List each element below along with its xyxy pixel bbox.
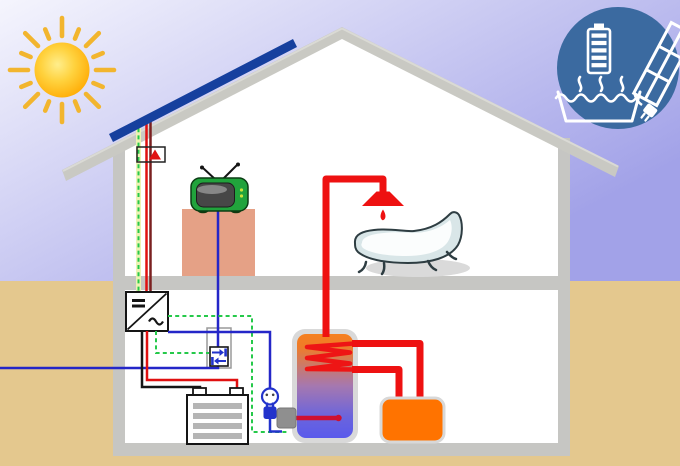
bathtub: [353, 211, 470, 277]
boiler: [379, 396, 446, 444]
right-wall: [558, 138, 570, 456]
import-arrow-icon: [214, 357, 219, 365]
tank-heat-coil: [304, 341, 357, 372]
sun-ray: [72, 99, 82, 113]
shower: [322, 175, 404, 337]
sensor-marker-icon: [149, 149, 161, 160]
solar-panel: [109, 39, 297, 142]
sun-disc: [34, 42, 90, 98]
battery-icon: [586, 23, 612, 75]
wall-socket: [260, 387, 282, 433]
tv-screen-sheen: [197, 185, 227, 194]
export-arrow-icon: [224, 348, 227, 357]
solar-panel-icon: [631, 20, 680, 108]
sun-ray: [18, 80, 33, 90]
sun-ray: [91, 50, 105, 60]
left-wall: [113, 146, 125, 456]
foundation-slab: [113, 443, 570, 456]
ac-symbol: [148, 317, 164, 326]
element-connector-block: [276, 407, 297, 429]
inverter-diagonal: [126, 292, 168, 331]
socket-icon: [260, 387, 280, 406]
sun-ray: [83, 30, 102, 49]
battery-positive-wire: [145, 331, 239, 390]
battery-cell-stripe: [193, 433, 242, 439]
import-arrow-icon: [211, 357, 214, 365]
socket-pin-hole: [265, 393, 269, 397]
battery: [186, 387, 249, 445]
sun-ray: [22, 91, 41, 110]
socket-pin-hole: [271, 393, 275, 397]
plug-icon: [263, 406, 277, 419]
heating-element-tip: [335, 414, 342, 422]
plug-prong: [271, 402, 275, 408]
hot-water-basin-icon: [554, 90, 642, 123]
roof-edge-highlight: [341, 27, 619, 168]
energy-badge: [554, 7, 680, 129]
battery-cell-stripe: [193, 413, 242, 419]
sun-ray: [91, 80, 105, 90]
hot-water-tank: [292, 329, 358, 443]
roof-edge-highlight: [62, 27, 343, 172]
roof-left: [62, 27, 342, 181]
sun-ray: [72, 27, 82, 41]
tv: [190, 162, 249, 214]
tv-button: [239, 194, 244, 198]
tv-button: [239, 188, 244, 192]
sun-ray: [42, 99, 52, 113]
sun-ray: [42, 27, 52, 41]
sun-ray: [18, 50, 33, 60]
dc-symbol: [132, 299, 145, 302]
export-arrow-icon: [219, 349, 224, 356]
sun-icon: [7, 15, 117, 125]
meter-control-line: [155, 331, 209, 354]
plug-cord: [268, 419, 282, 433]
tv-antenna-tip: [236, 162, 240, 167]
pv-conduit: [136, 121, 141, 293]
steam-icon: [577, 75, 625, 93]
bathtub-shadow: [366, 259, 470, 277]
bathtub-feet: [357, 250, 458, 276]
sun-ray: [83, 91, 102, 110]
sensor-box: [136, 146, 166, 163]
tv-antenna-tip: [200, 165, 204, 170]
grid-ac-line: [0, 204, 220, 370]
water-drop-icon: [380, 209, 386, 221]
floor-slab: [113, 276, 570, 290]
boiler-return-pipe: [352, 366, 403, 403]
battery-cell-stripe: [193, 403, 242, 409]
boiler-circuit: [352, 340, 424, 403]
shower-head-icon: [362, 191, 404, 206]
sun-ray: [22, 30, 41, 49]
inverter: [125, 291, 169, 332]
heating-element: [276, 407, 342, 429]
boiler-flow-pipe: [352, 340, 424, 403]
grid-meter: [209, 346, 229, 367]
hot-water-pipe: [322, 175, 387, 337]
plug-prong: [265, 402, 269, 408]
battery-cell-stripe: [193, 423, 242, 429]
plug-icon: [640, 103, 658, 122]
roof-right: [342, 27, 619, 177]
dc-symbol: [132, 304, 145, 308]
ac-output-line: [168, 330, 272, 389]
pv-wiring-bundle: [136, 121, 152, 293]
temperature-sensor: [136, 146, 166, 163]
bathtub-interior: [361, 220, 452, 256]
